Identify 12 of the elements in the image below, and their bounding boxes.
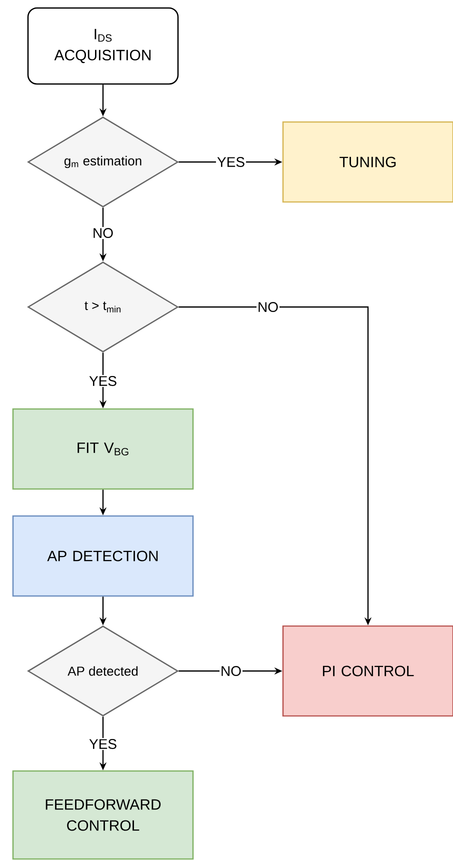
process-box: FIT V$_{BG}$	[12, 408, 194, 490]
process-box: TUNING	[282, 121, 453, 203]
process-box: FEEDFORWARD CONTROL	[12, 770, 194, 860]
process-box: PI CONTROL	[282, 625, 453, 717]
edge-label: NO	[256, 301, 280, 313]
process-box: AP DETECTION	[12, 515, 194, 597]
edge-label: NO	[92, 227, 114, 239]
edge-label: YES	[216, 156, 246, 168]
start-box: I$_{DS}$ ACQUISITION	[27, 7, 179, 85]
edge-label: NO	[220, 665, 242, 677]
edge-label: YES	[88, 375, 118, 387]
edge-label: YES	[88, 738, 118, 750]
